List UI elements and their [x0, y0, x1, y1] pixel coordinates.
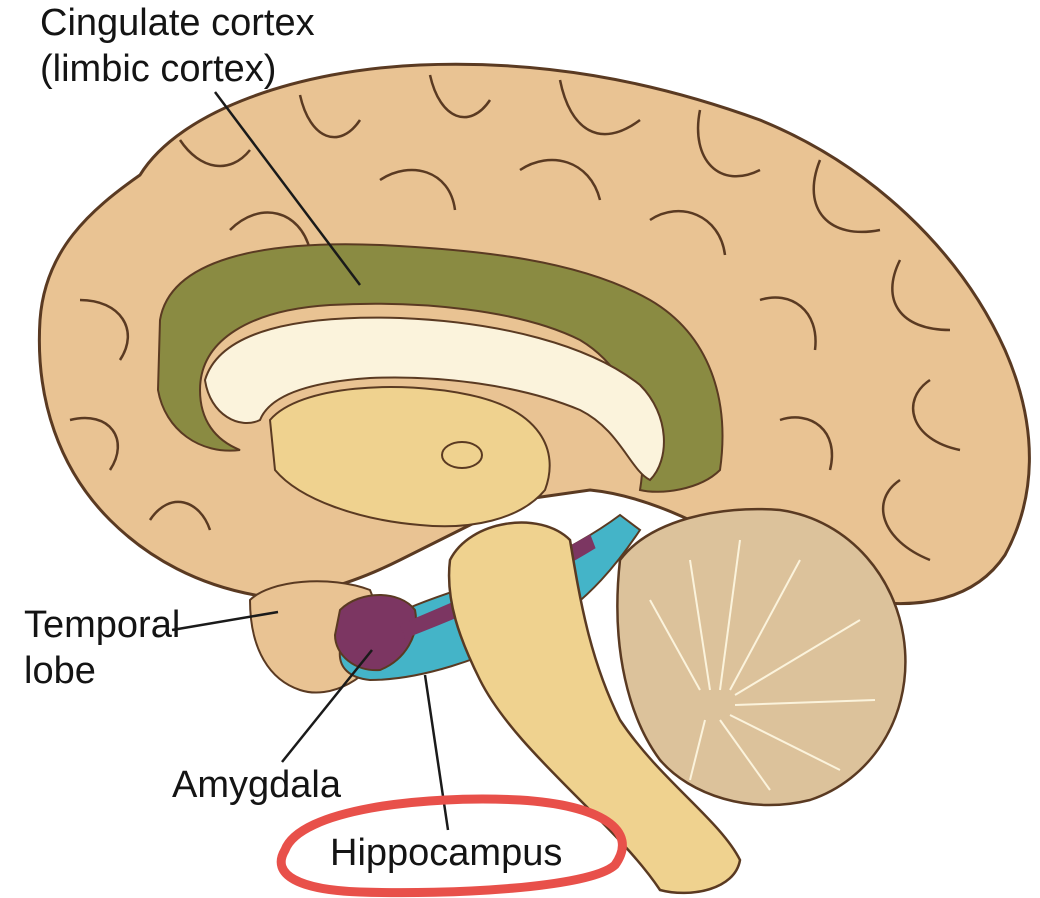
label-cingulate-line2: (limbic cortex) [40, 48, 277, 90]
label-temporal-line1: Temporal [24, 604, 181, 646]
leader-hippocampus [423, 674, 450, 831]
label-hippocampus: Hippocampus [330, 832, 563, 874]
mammillary-nucleus [441, 441, 483, 469]
label-temporal-line2: lobe [24, 650, 96, 692]
leader-amygdala [281, 649, 373, 763]
label-amygdala: Amygdala [172, 764, 341, 806]
label-cingulate-line1: Cingulate cortex [40, 2, 315, 44]
corpus-callosum [203, 316, 665, 482]
brainstem [447, 521, 742, 895]
highlight-ring [276, 794, 627, 898]
leader-lines [171, 91, 450, 831]
label-cingulate-cortex: Cingulate cortex (limbic cortex) [40, 0, 315, 92]
thalamus [268, 386, 551, 528]
cerebellum [616, 507, 907, 807]
label-temporal-lobe: Temporal lobe [24, 602, 180, 694]
cortex-gyri [69, 74, 961, 562]
leader-cingulate [214, 91, 361, 286]
arbor-vitae [649, 539, 876, 791]
amygdala-region [333, 594, 417, 672]
leader-temporal [171, 610, 279, 632]
